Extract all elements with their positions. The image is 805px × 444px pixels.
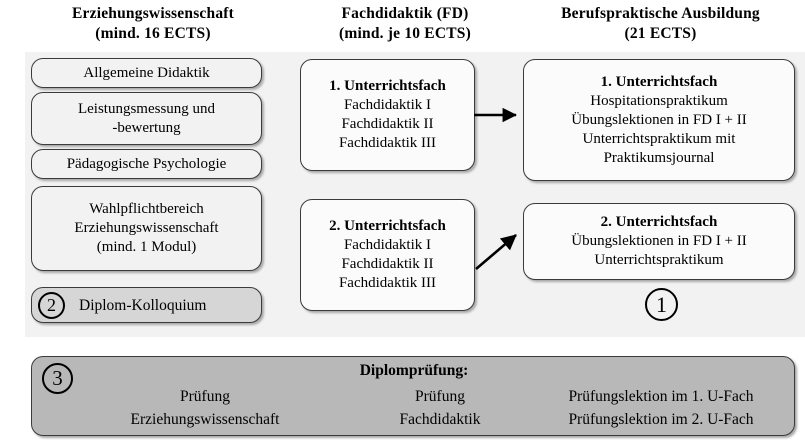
column-header-erziehungswissenschaft: Erziehungswissenschaft (mind. 16 ECTS) — [8, 4, 298, 44]
node-paedagogische-psychologie: Pädagogische Psychologie — [31, 149, 262, 179]
exam-line: Prüfungslektion im 2. U-Fach — [568, 411, 754, 428]
header-line-2: (21 ECTS) — [624, 25, 697, 42]
diplompruefung-title: Diplomprüfung: — [359, 362, 469, 379]
node-line: Allgemeine Didaktik — [83, 64, 210, 81]
circled-number-2: 2 — [38, 291, 65, 319]
node-fachdidaktik-fach-2: 2. Unterrichtsfach Fachdidaktik I Fachdi… — [300, 199, 475, 311]
exam-line: Prüfungslektion im 1. U-Fach — [568, 388, 754, 405]
node-diplom-kolloquium: 2 Diplom-Kolloquium — [31, 287, 262, 323]
node-line: Leistungsmessung und — [77, 100, 216, 117]
node-praxis-fach-1: 1. Unterrichtsfach Hospitationspraktikum… — [523, 59, 795, 181]
node-line: Übungslektionen in FD I + II — [571, 111, 747, 128]
node-label: Diplom-Kolloquium — [79, 296, 207, 314]
node-line: Pädagogische Psychologie — [66, 155, 227, 172]
column-headers: Erziehungswissenschaft (mind. 16 ECTS) F… — [0, 4, 805, 48]
exam-line: Prüfung — [180, 388, 230, 405]
node-line: Unterrichtspraktikum mit — [582, 130, 736, 147]
circled-number-1: 1 — [645, 288, 678, 321]
arrow-fach2-to-praxis2 — [475, 234, 517, 270]
node-line: Erziehungswissenschaft — [74, 220, 219, 236]
arrow-fach1-to-praxis1 — [474, 107, 517, 123]
node-line: Wahlpflichtbereich — [89, 201, 204, 217]
exam-line: Fachdidaktik — [399, 411, 481, 428]
circled-number-3: 3 — [42, 363, 73, 394]
node-line: Hospitationspraktikum — [590, 92, 728, 109]
header-line-2: (mind. je 10 ECTS) — [339, 25, 471, 42]
node-line: Übungslektionen in FD I + II — [571, 233, 747, 249]
node-wahlpflichtbereich: Wahlpflichtbereich Erziehungswissenschaf… — [31, 186, 262, 271]
marker-circle-two-wrap: 2 — [38, 291, 65, 319]
node-line: Fachdidaktik I — [343, 97, 432, 113]
node-line: Praktikumsjournal — [603, 149, 715, 166]
node-title: 1. Unterrichtsfach — [329, 78, 446, 94]
node-title: 1. Unterrichtsfach — [600, 73, 718, 90]
node-line: Fachdidaktik I — [343, 237, 432, 253]
node-line: Fachdidaktik III — [338, 275, 437, 291]
diplompruefung-bar: 3 Diplomprüfung: Prüfung Erziehungswisse… — [31, 356, 795, 436]
node-line: (mind. 1 Modul) — [96, 239, 197, 255]
exam-column-erziehungswissenschaft: Prüfung Erziehungswissenschaft — [60, 385, 350, 431]
node-title: 2. Unterrichtsfach — [600, 214, 718, 230]
exam-column-pruefungslektionen: Prüfungslektion im 1. U-Fach Prüfungslek… — [530, 385, 792, 431]
header-line-1: Fachdidaktik (FD) — [341, 5, 469, 22]
exam-line: Erziehungswissenschaft — [130, 411, 280, 428]
header-line-1: Erziehungswissenschaft — [72, 5, 234, 22]
header-line-2: (mind. 16 ECTS) — [95, 25, 211, 42]
exam-column-fachdidaktik: Prüfung Fachdidaktik — [350, 385, 530, 431]
node-line: Fachdidaktik II — [341, 256, 434, 272]
node-allgemeine-didaktik: Allgemeine Didaktik — [31, 58, 262, 88]
node-line: Fachdidaktik II — [341, 116, 434, 132]
node-title: 2. Unterrichtsfach — [329, 218, 446, 234]
node-fachdidaktik-fach-1: 1. Unterrichtsfach Fachdidaktik I Fachdi… — [300, 59, 475, 171]
column-header-berufspraktische-ausbildung: Berufspraktische Ausbildung (21 ECTS) — [516, 4, 805, 44]
node-praxis-fach-2: 2. Unterrichtsfach Übungslektionen in FD… — [523, 203, 795, 280]
node-line: Unterrichtspraktikum — [594, 252, 724, 268]
header-line-1: Berufspraktische Ausbildung — [561, 5, 760, 22]
node-leistungsmessung: Leistungsmessung und -bewertung — [31, 92, 262, 145]
node-line: -bewertung — [112, 119, 181, 136]
column-header-fachdidaktik: Fachdidaktik (FD) (mind. je 10 ECTS) — [290, 4, 520, 44]
node-line: Fachdidaktik III — [338, 135, 437, 151]
exam-line: Prüfung — [415, 388, 465, 405]
